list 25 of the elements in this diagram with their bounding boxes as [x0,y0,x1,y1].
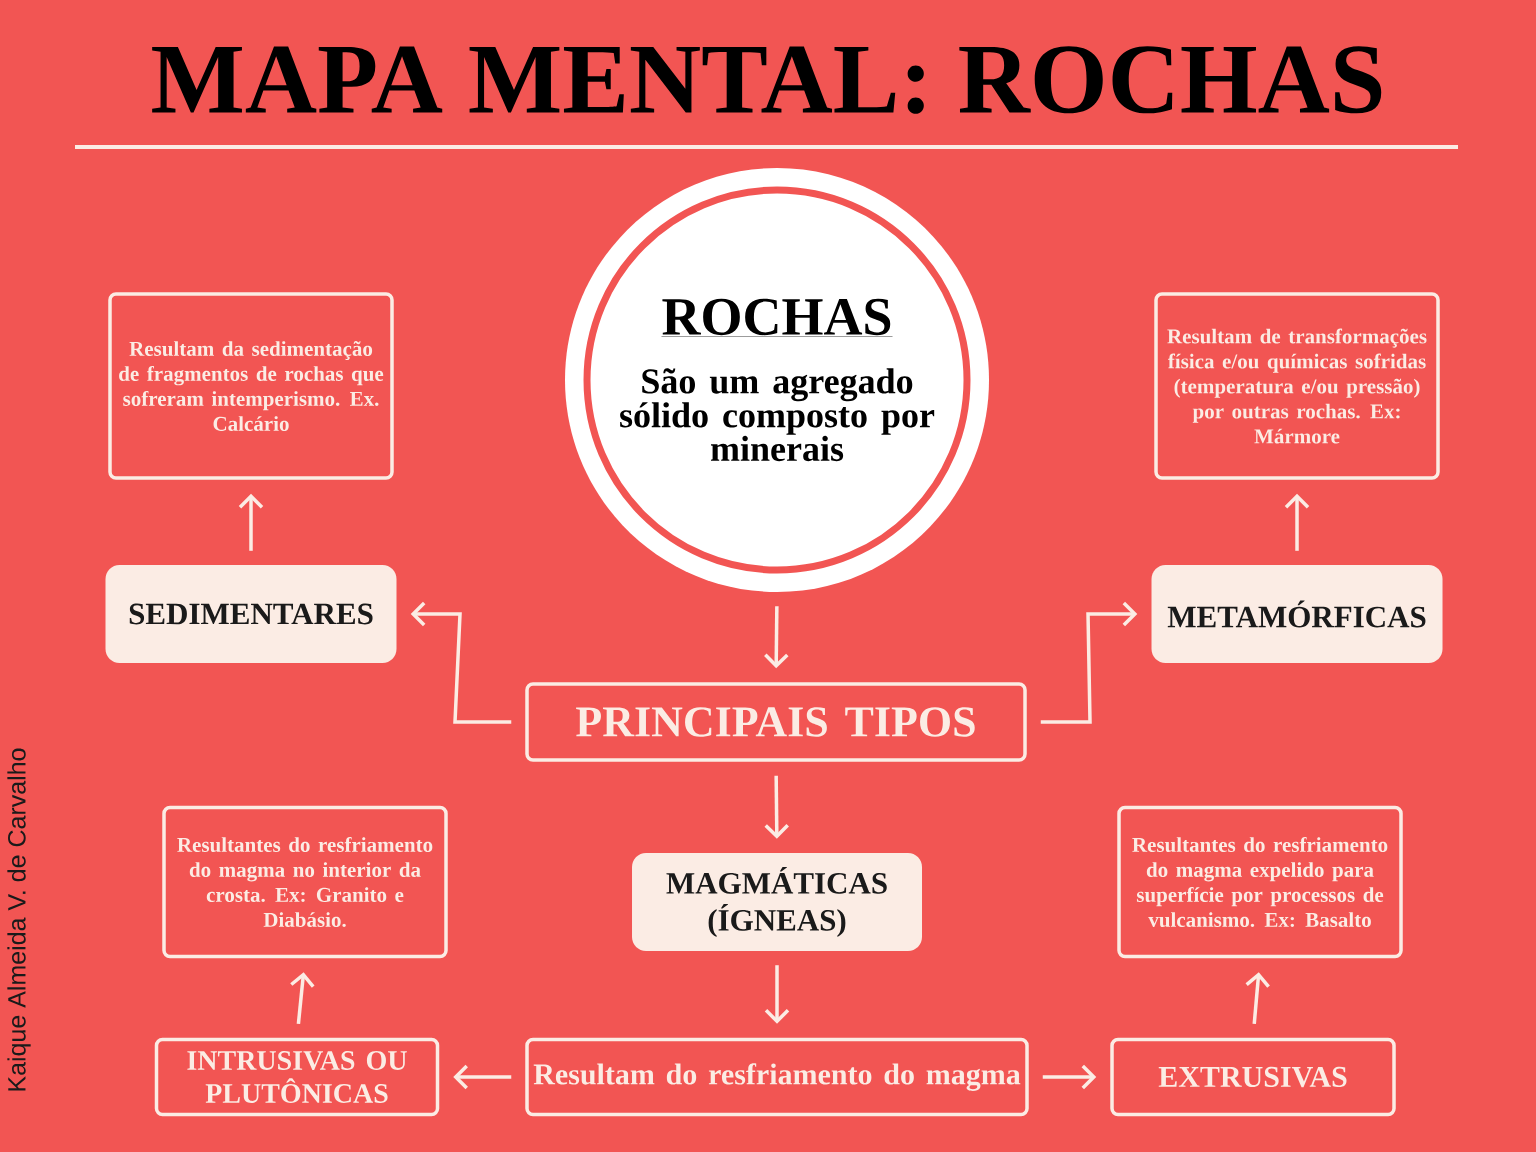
description-box: Resultantes do resfriamento do magma no interior da crosta. Ex: Granito e Diabásio. [162,805,448,959]
arrow [1245,972,1270,1024]
description-box: Resultam de transformações física e/ou químicas sofridas (temperatura e/ou pressão) por outras rochas. Ex: Mármore [1154,292,1440,480]
process-box: Resultam do resfriamento do magma [525,1037,1029,1117]
category-box: MAGMÁTICAS (ÍGNEAS) [632,853,922,951]
arrow [453,1064,512,1090]
category-box: INTRUSIVAS OU PLUTÔNICAS [154,1037,440,1117]
arrow [290,972,315,1024]
author-credit: Kaique Almeida V. de Carvalho [7,748,31,1091]
description-box: Resultam da sedimentação de fragmentos de rochas que sofreram intemperismo. Ex. Calcário [108,292,394,480]
arrow [1042,1064,1097,1090]
circle-node: ROCHAS São um agregado sólido composto por minerais [565,168,989,592]
category-box: EXTRUSIVAS [1110,1037,1396,1117]
category-box: SEDIMENTARES [105,565,397,663]
arrow [410,601,512,724]
type-box: PRINCIPAIS TIPOS [525,682,1027,762]
arrow [764,606,789,669]
category-box: METAMÓRFICAS [1151,565,1443,663]
arrow [764,965,790,1024]
arrow [238,493,264,551]
arrow [764,775,789,839]
arrow [1040,601,1138,724]
description-box: Resultantes do resfriamento do magma expelido para superfície por processos de vulcanismo. Ex: Basalto [1117,805,1403,959]
arrow [1284,493,1310,551]
title: MAPA MENTAL: ROCHAS [152,46,1382,114]
